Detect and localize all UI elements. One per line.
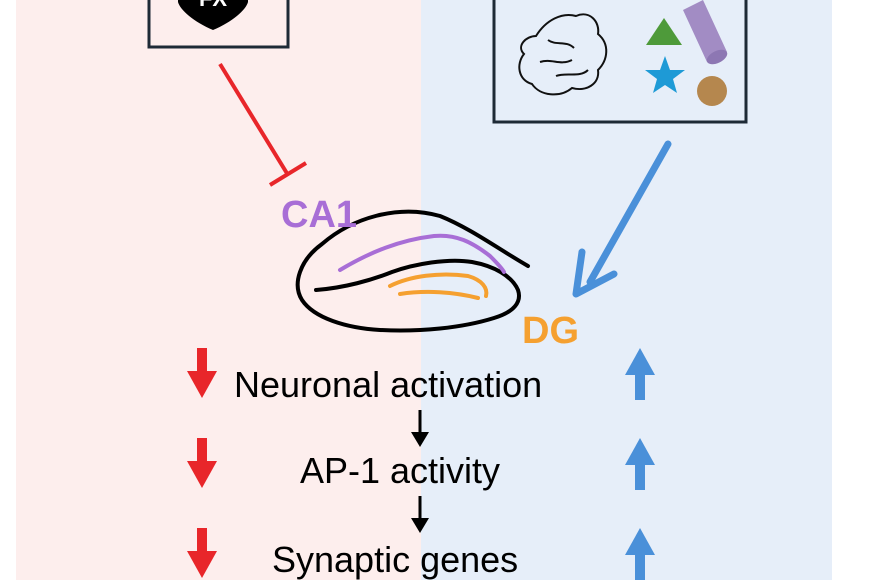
top-left-box: FX [147,0,290,49]
top-right-box [492,0,748,124]
down-arrow-icon [187,438,217,488]
shield-icon [178,0,248,30]
nesting-material-icon [518,13,608,96]
down-arrow-icon [411,410,429,447]
left-panel [16,0,421,580]
shield-text: FX [199,0,227,11]
step-neuronal-activation: Neuronal activation [234,364,543,405]
cascade-arrows [411,410,429,533]
activate-arrow [572,140,672,298]
right-trend-arrows [625,348,655,580]
dg-label: DG [522,310,579,352]
down-arrow-icon [187,348,217,398]
ball-icon [697,76,727,106]
triangle-icon [646,18,682,45]
up-arrow-icon [625,348,655,400]
step-ap1-activity: AP-1 activity [300,450,501,491]
right-panel [421,0,832,580]
up-arrow-icon [625,528,655,580]
ca1-label: CA1 [281,194,358,236]
down-arrow-icon [411,496,429,533]
hippocampus [295,209,530,333]
inhibit-connector [218,62,308,187]
step-synaptic-genes: Synaptic genes [272,539,519,580]
star-icon [645,56,685,93]
up-arrow-icon [625,438,655,490]
down-arrow-icon [187,528,217,578]
left-trend-arrows [187,348,217,578]
cylinder-icon [683,0,728,65]
